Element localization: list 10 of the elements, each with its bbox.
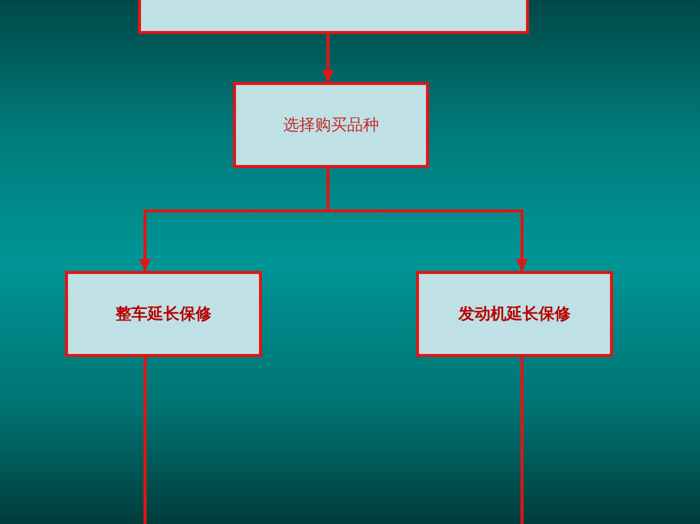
box-label: 选择购买品种 — [283, 114, 379, 136]
process-box — [233, 82, 429, 168]
connector-line — [520, 357, 524, 524]
process-box — [416, 271, 613, 357]
arrow — [322, 34, 334, 82]
box-label: 发动机延长保修 — [458, 304, 570, 324]
process-box — [138, 0, 529, 34]
connector-line — [144, 357, 146, 524]
box-label: 整车延长保修 — [116, 304, 212, 324]
process-box — [65, 271, 262, 357]
